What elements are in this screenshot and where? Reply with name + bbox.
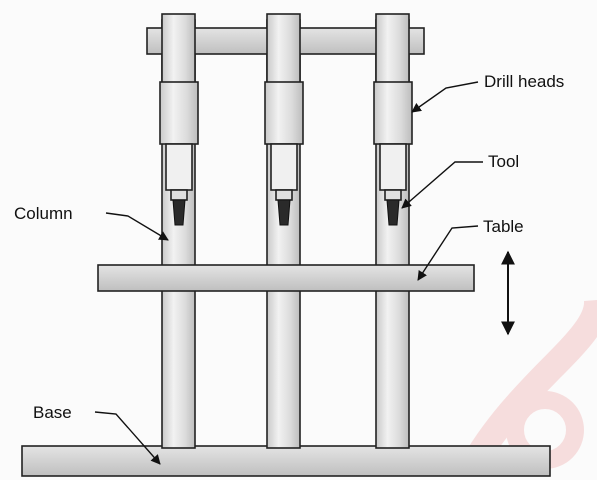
column-right-top	[375, 13, 410, 85]
leader-drill-heads	[411, 81, 479, 113]
column-middle-top	[266, 13, 301, 85]
spindle-left	[165, 143, 193, 226]
leader-base	[94, 411, 161, 465]
drill-head-right	[373, 81, 413, 145]
label-column: Column	[14, 204, 73, 223]
drill-head-middle	[264, 81, 304, 145]
base-plate	[21, 445, 551, 477]
watermark	[458, 299, 597, 477]
leader-column	[105, 212, 169, 241]
spindle-right	[379, 143, 407, 226]
spindle-middle	[270, 143, 298, 226]
column-left-top	[161, 13, 196, 85]
leader-table	[417, 225, 479, 281]
drill-head-left	[159, 81, 199, 145]
label-tool: Tool	[488, 152, 519, 171]
work-table	[97, 264, 475, 292]
label-table: Table	[483, 217, 524, 236]
label-base: Base	[33, 403, 72, 422]
leader-tool	[401, 161, 483, 209]
label-drill-heads: Drill heads	[484, 72, 564, 91]
